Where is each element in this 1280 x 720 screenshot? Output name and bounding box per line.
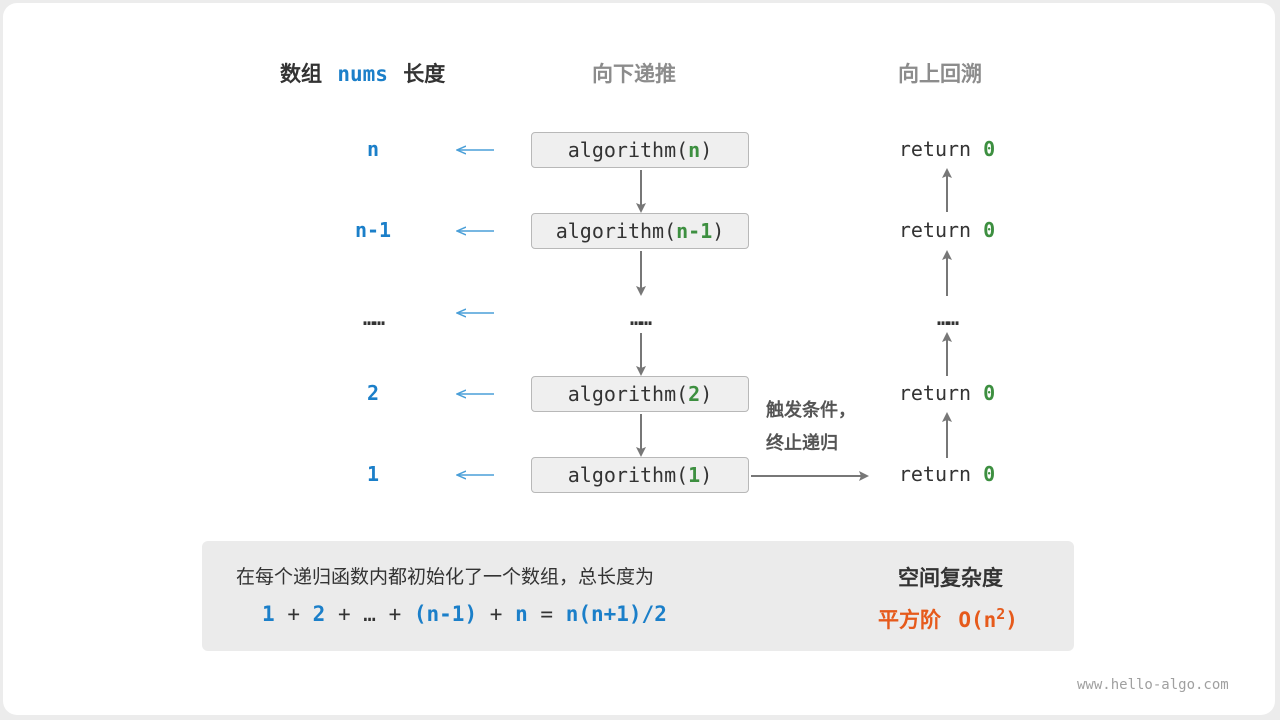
return-keyword: return: [898, 381, 972, 405]
complexity-expr: O(n: [958, 608, 997, 632]
call-ellipsis: ……: [629, 306, 652, 330]
formula-term: n: [515, 602, 528, 626]
return-value: 0: [983, 137, 996, 161]
header-length-prefix: 数组: [280, 62, 322, 86]
trigger-note-line1: 触发条件，: [766, 400, 856, 421]
call-close: ): [712, 219, 725, 243]
call-box-n-minus-1: algorithm(n-1): [531, 213, 749, 249]
call-close: ): [700, 382, 713, 406]
call-name: algorithm(: [555, 219, 677, 243]
return-row-2: return 0: [887, 381, 1007, 405]
summary-panel: [202, 541, 1074, 651]
formula-op: +: [388, 602, 402, 626]
header-backtrack-up: 向上回溯: [898, 62, 982, 86]
call-arg: 1: [688, 463, 701, 487]
call-name: algorithm(: [567, 138, 689, 162]
call-box-n: algorithm(n): [531, 132, 749, 168]
formula-term: 1: [262, 602, 275, 626]
length-label-1: 1: [366, 462, 380, 486]
call-arg: n-1: [676, 219, 713, 243]
formula-op: +: [287, 602, 300, 626]
return-value: 0: [983, 381, 996, 405]
call-box-2: algorithm(2): [531, 376, 749, 412]
call-name: algorithm(: [567, 382, 689, 406]
header-array-length: 数组 nums 长度: [280, 58, 445, 88]
call-close: ): [700, 463, 713, 487]
call-close: ): [700, 138, 713, 162]
call-arg: n: [688, 138, 701, 162]
header-recurse-down: 向下递推: [592, 62, 676, 86]
formula-term: 2: [312, 602, 326, 626]
complexity-label: 平方阶: [878, 608, 941, 632]
complexity-value: 平方阶 O(n2): [878, 604, 1018, 634]
header-length-var: nums: [337, 62, 388, 86]
trigger-note: 触发条件， 终止递归: [766, 394, 856, 460]
return-keyword: return: [898, 462, 972, 486]
trigger-note-line2: 终止递归: [766, 433, 838, 454]
formula-op: =: [540, 602, 554, 626]
complexity-close: ): [1005, 608, 1018, 632]
return-value: 0: [983, 462, 996, 486]
return-ellipsis: ……: [936, 306, 959, 330]
formula-op: +: [337, 602, 351, 626]
summary-description: 在每个递归函数内都初始化了一个数组，总长度为: [236, 566, 655, 588]
header-length-suffix: 长度: [403, 62, 446, 86]
call-arg: 2: [688, 382, 701, 406]
length-label-ellipsis: ……: [362, 306, 385, 330]
return-row-1: return 0: [887, 462, 1007, 486]
return-value: 0: [983, 218, 996, 242]
length-label-n: n: [366, 137, 380, 161]
length-label-2: 2: [366, 381, 380, 405]
return-keyword: return: [898, 137, 972, 161]
formula-term: (n-1): [413, 602, 478, 626]
watermark: www.hello-algo.com: [1077, 677, 1229, 693]
call-box-1: algorithm(1): [531, 457, 749, 493]
return-row-n-minus-1: return 0: [887, 218, 1007, 242]
complexity-exponent: 2: [996, 605, 1006, 623]
call-name: algorithm(: [567, 463, 689, 487]
length-label-n-minus-1: n-1: [354, 218, 392, 242]
formula-result: n(n+1)/2: [565, 602, 667, 626]
formula-ellipsis: …: [363, 602, 376, 626]
formula-op: +: [489, 602, 503, 626]
complexity-title: 空间复杂度: [898, 566, 1003, 590]
summary-formula: 1 + 2 + … + (n-1) + n = n(n+1)/2: [262, 602, 667, 626]
return-row-n: return 0: [887, 137, 1007, 161]
return-keyword: return: [898, 218, 972, 242]
